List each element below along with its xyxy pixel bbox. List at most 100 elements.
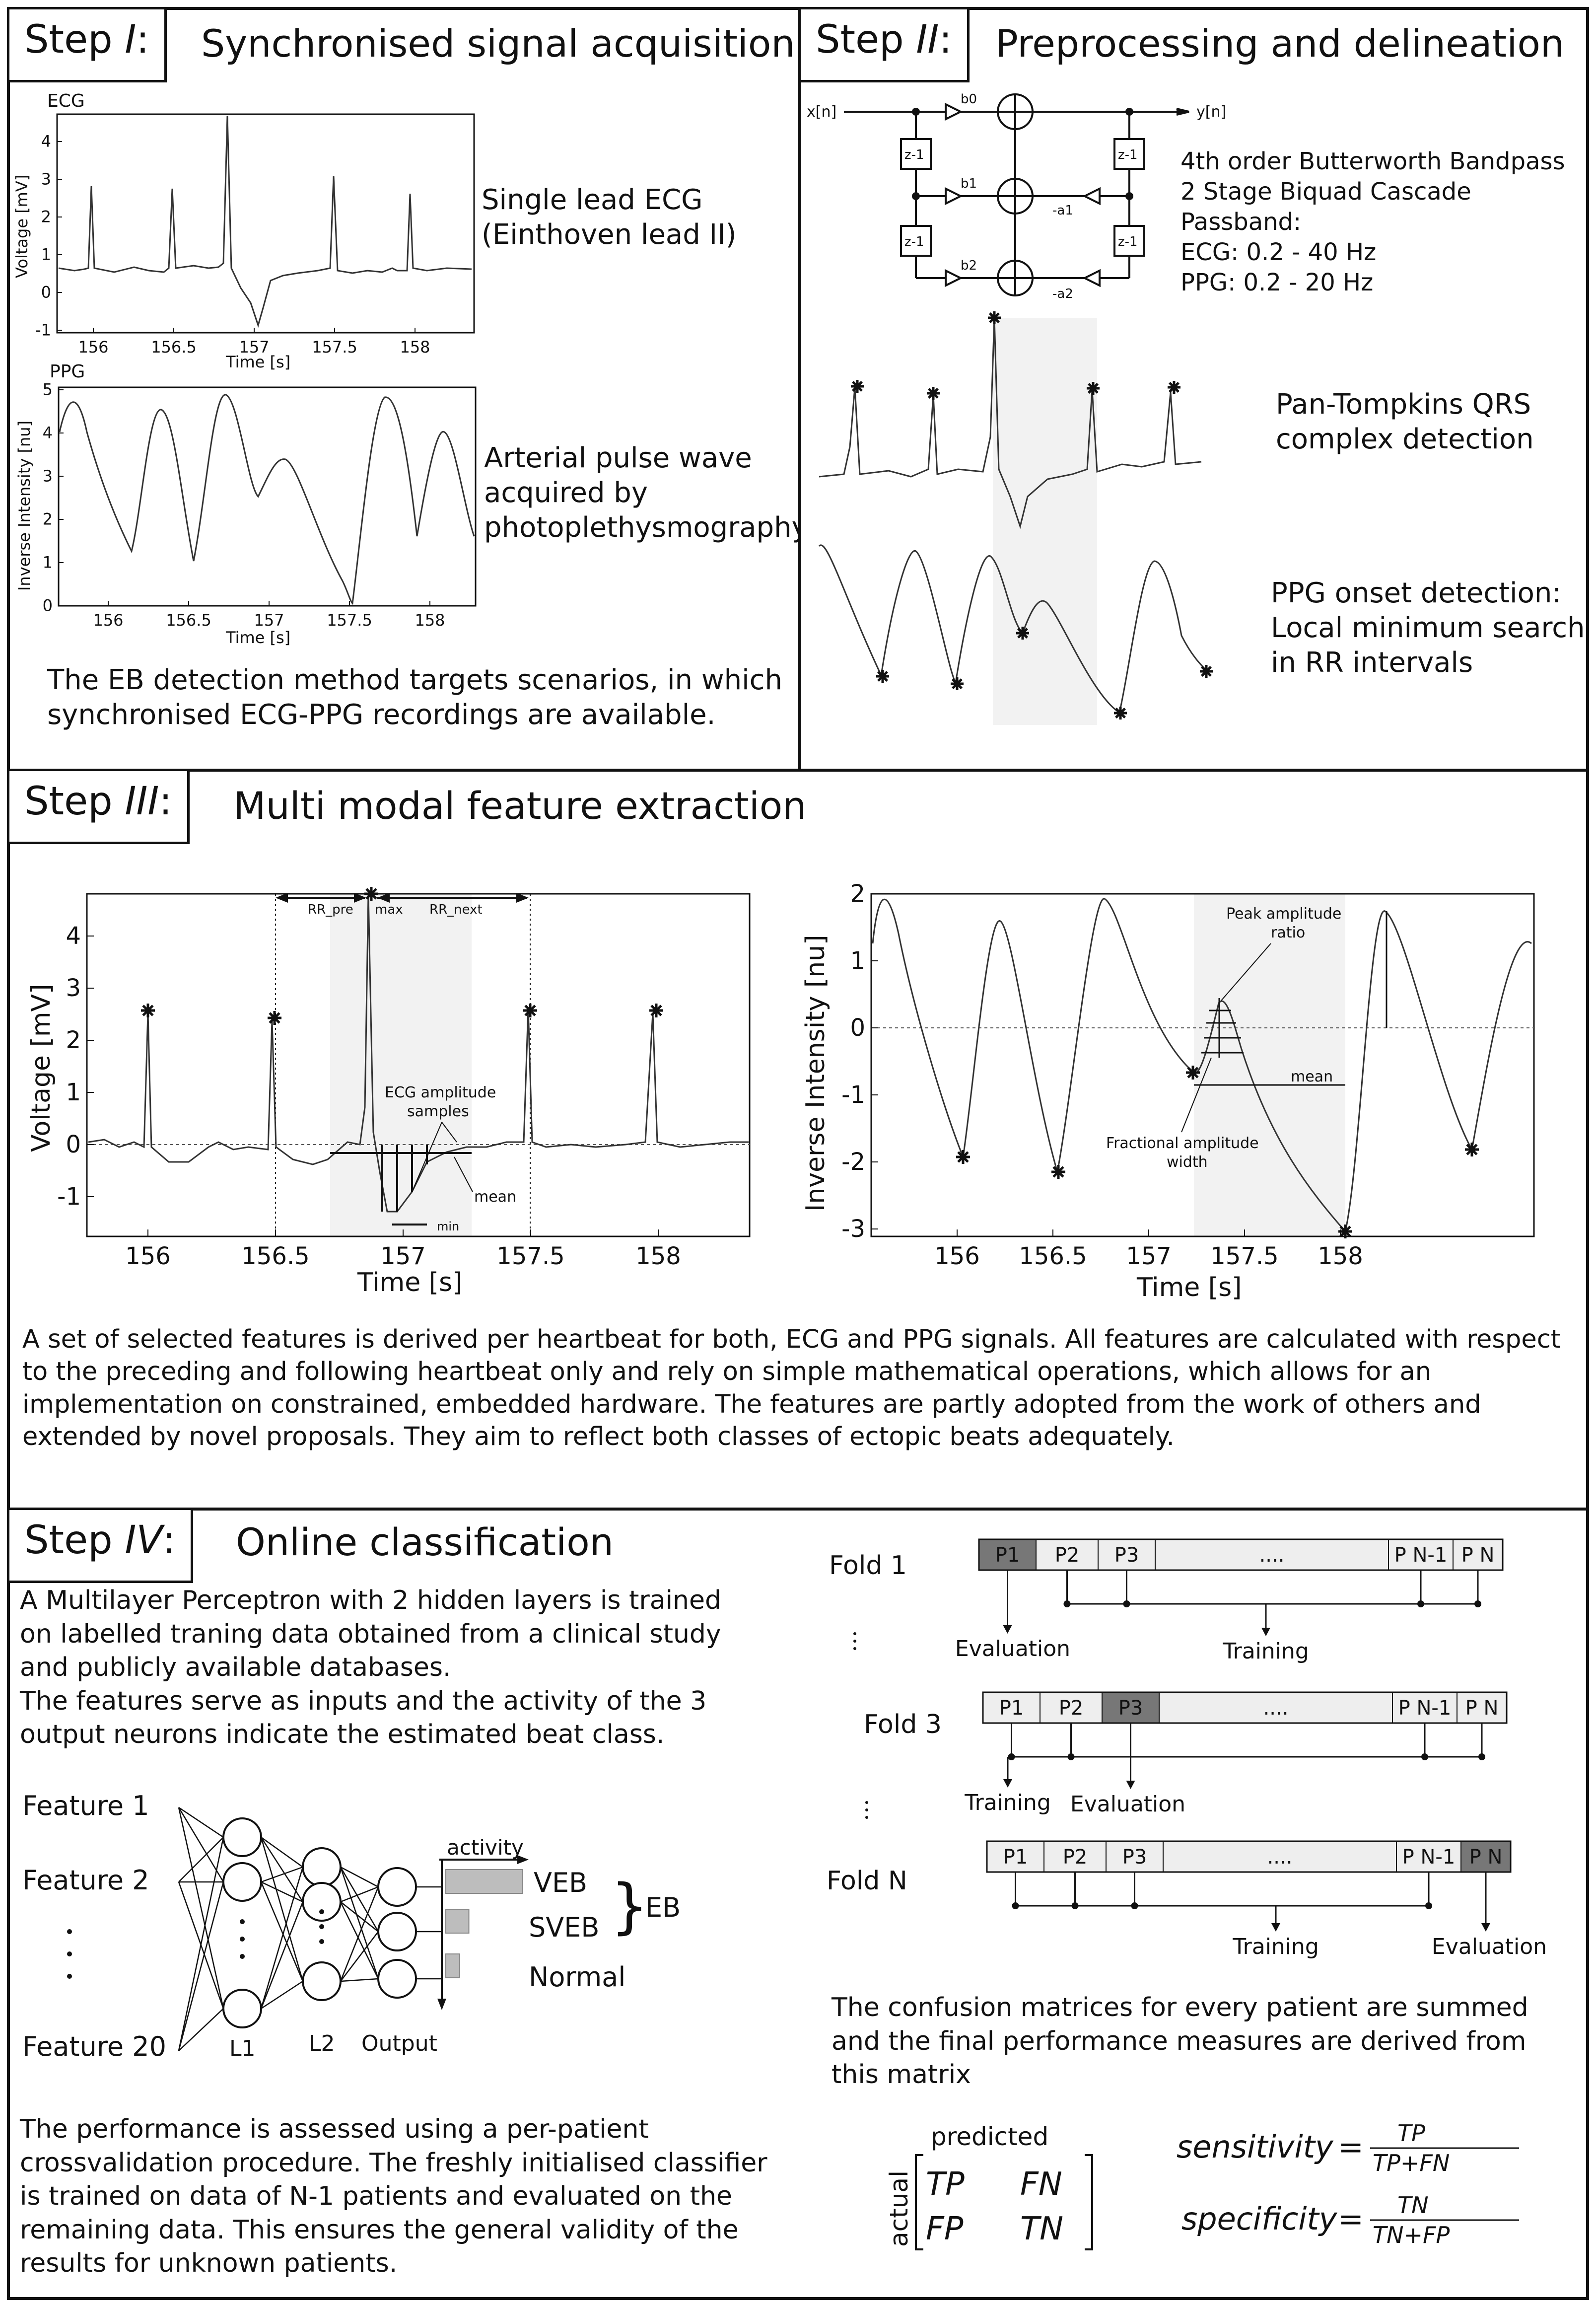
y-tick-label: 2 <box>66 1026 81 1054</box>
neuron <box>222 1862 262 1902</box>
step3-title: Multi modal feature extraction <box>233 784 807 828</box>
detection-star <box>1051 1165 1065 1179</box>
detection-star <box>951 677 964 690</box>
sensitivity-label: sensitivity <box>1177 2129 1334 2165</box>
matrix-tp: TP <box>926 2166 965 2203</box>
fold-cell-label: .... <box>1267 1846 1293 1869</box>
fold-cell-label: P N-1 <box>1394 1544 1448 1567</box>
fold-cell-label: .... <box>1263 1697 1289 1720</box>
normal-label: Normal <box>529 1961 625 1993</box>
detection-star <box>1087 382 1100 395</box>
y-tick-label: 3 <box>66 974 81 1002</box>
onset-desc-line2: Local minimum search <box>1271 612 1585 644</box>
specificity-den: TN+FP <box>1373 2222 1450 2248</box>
onset-desc-line1: PPG onset detection: <box>1271 577 1562 609</box>
y-tick-label: -1 <box>35 321 51 340</box>
training-label: Training <box>964 1790 1051 1815</box>
y-tick-label: 2 <box>43 510 53 529</box>
ppg-axes-frame <box>58 386 477 607</box>
ppg-trace <box>59 394 475 605</box>
filter-desc-line: Passband: <box>1180 208 1302 236</box>
ecg-desc-line1: Single lead ECG <box>482 184 703 216</box>
detection-star <box>851 380 864 393</box>
intro-line: and publicly available databases. <box>20 1653 451 1683</box>
layer2-label: L2 <box>309 2031 335 2056</box>
step2-label: Step II: <box>798 7 970 82</box>
step-number: I <box>125 17 137 62</box>
sens-den-fn: FN <box>1419 2150 1450 2176</box>
sens-den-tp: TP <box>1373 2150 1400 2176</box>
fold-ellipsis-1 <box>853 1632 856 1650</box>
fold-cell-label: P3 <box>1122 1846 1147 1869</box>
y-tick-label: 4 <box>66 922 81 950</box>
neuron <box>302 1961 342 2001</box>
ppg3-onset-markers <box>956 1066 1479 1238</box>
fold-cell <box>1155 1539 1389 1571</box>
fold1-label: Fold 1 <box>829 1551 907 1581</box>
detection-star <box>988 311 1001 324</box>
y-tick-label: 4 <box>41 132 51 151</box>
qrs-desc-line1: Pan-Tompkins QRS <box>1276 388 1531 421</box>
perf-line: is trained on data of N-1 patients and e… <box>20 2181 733 2212</box>
ppg-rr-highlight <box>1194 894 1345 1236</box>
ppg3-xlabel: Time [s] <box>1136 1273 1242 1302</box>
y-tick-label: 4 <box>43 424 53 442</box>
confusion-line: The confusion matrices for every patient… <box>832 1993 1528 2022</box>
step1-footer-line2: synchronised ECG-PPG recordings are avai… <box>47 699 716 731</box>
confusion-line: this matrix <box>832 2060 971 2090</box>
step2-title: Preprocessing and delineation <box>995 21 1565 66</box>
intro-line: The features serve as inputs and the act… <box>20 1686 707 1716</box>
filter-b2: b2 <box>961 258 977 273</box>
y-tick-label: 5 <box>43 380 53 399</box>
filter-desc-line: ECG: 0.2 - 40 Hz <box>1180 238 1377 266</box>
step4-title: Online classification <box>236 1520 614 1564</box>
ecg-axes-frame <box>56 113 475 334</box>
y-tick-label: 0 <box>43 596 53 615</box>
ppg-desc-line3: photoplethysmography <box>484 511 808 544</box>
layer-output-label: Output <box>361 2031 437 2056</box>
activity-bar-veb <box>445 1869 523 1894</box>
filter-input-label: x[n] <box>807 103 836 121</box>
ppg3-trace <box>872 898 1532 1233</box>
detection-star <box>649 1004 663 1017</box>
fractional-amp-label1: Fractional amplitude <box>1106 1135 1259 1152</box>
training-label: Training <box>1232 1934 1319 1959</box>
specificity-label: specificity <box>1181 2201 1338 2237</box>
fold3-label: Fold 3 <box>864 1710 942 1739</box>
y-tick-label: -1 <box>841 1081 865 1109</box>
perf-line: crossvalidation procedure. The freshly i… <box>20 2148 767 2178</box>
eb-brace: } <box>611 1872 648 1941</box>
spec-den-tn: TN <box>1373 2222 1404 2248</box>
fold-cell-label: P N <box>1461 1544 1495 1567</box>
filter-b0: b0 <box>961 92 977 107</box>
detection-star <box>1186 1066 1200 1080</box>
sensitivity-eq: = <box>1338 2129 1364 2165</box>
step1-label: Step I: <box>7 7 167 82</box>
rr-next-label: RR_next <box>429 902 483 917</box>
detection-star <box>364 887 378 901</box>
fractional-amp-label2: width <box>1167 1154 1208 1171</box>
filter-a1: -a1 <box>1052 203 1073 218</box>
x-tick-label: 157.5 <box>1210 1242 1278 1270</box>
max-label: max <box>375 902 403 917</box>
fold-cell-label: P1 <box>999 1697 1024 1720</box>
neuron <box>377 1867 417 1907</box>
x-tick-label: 156.5 <box>241 1242 309 1270</box>
detection-markers <box>851 311 1213 720</box>
x-tick-label: 157 <box>380 1242 426 1270</box>
y-tick-label: 3 <box>43 467 53 486</box>
ppg-desc-line1: Arterial pulse wave <box>484 442 752 474</box>
step-prefix: Step <box>24 1518 125 1563</box>
ppg3-ylabel: Inverse Intensity [nu] <box>801 935 831 1212</box>
